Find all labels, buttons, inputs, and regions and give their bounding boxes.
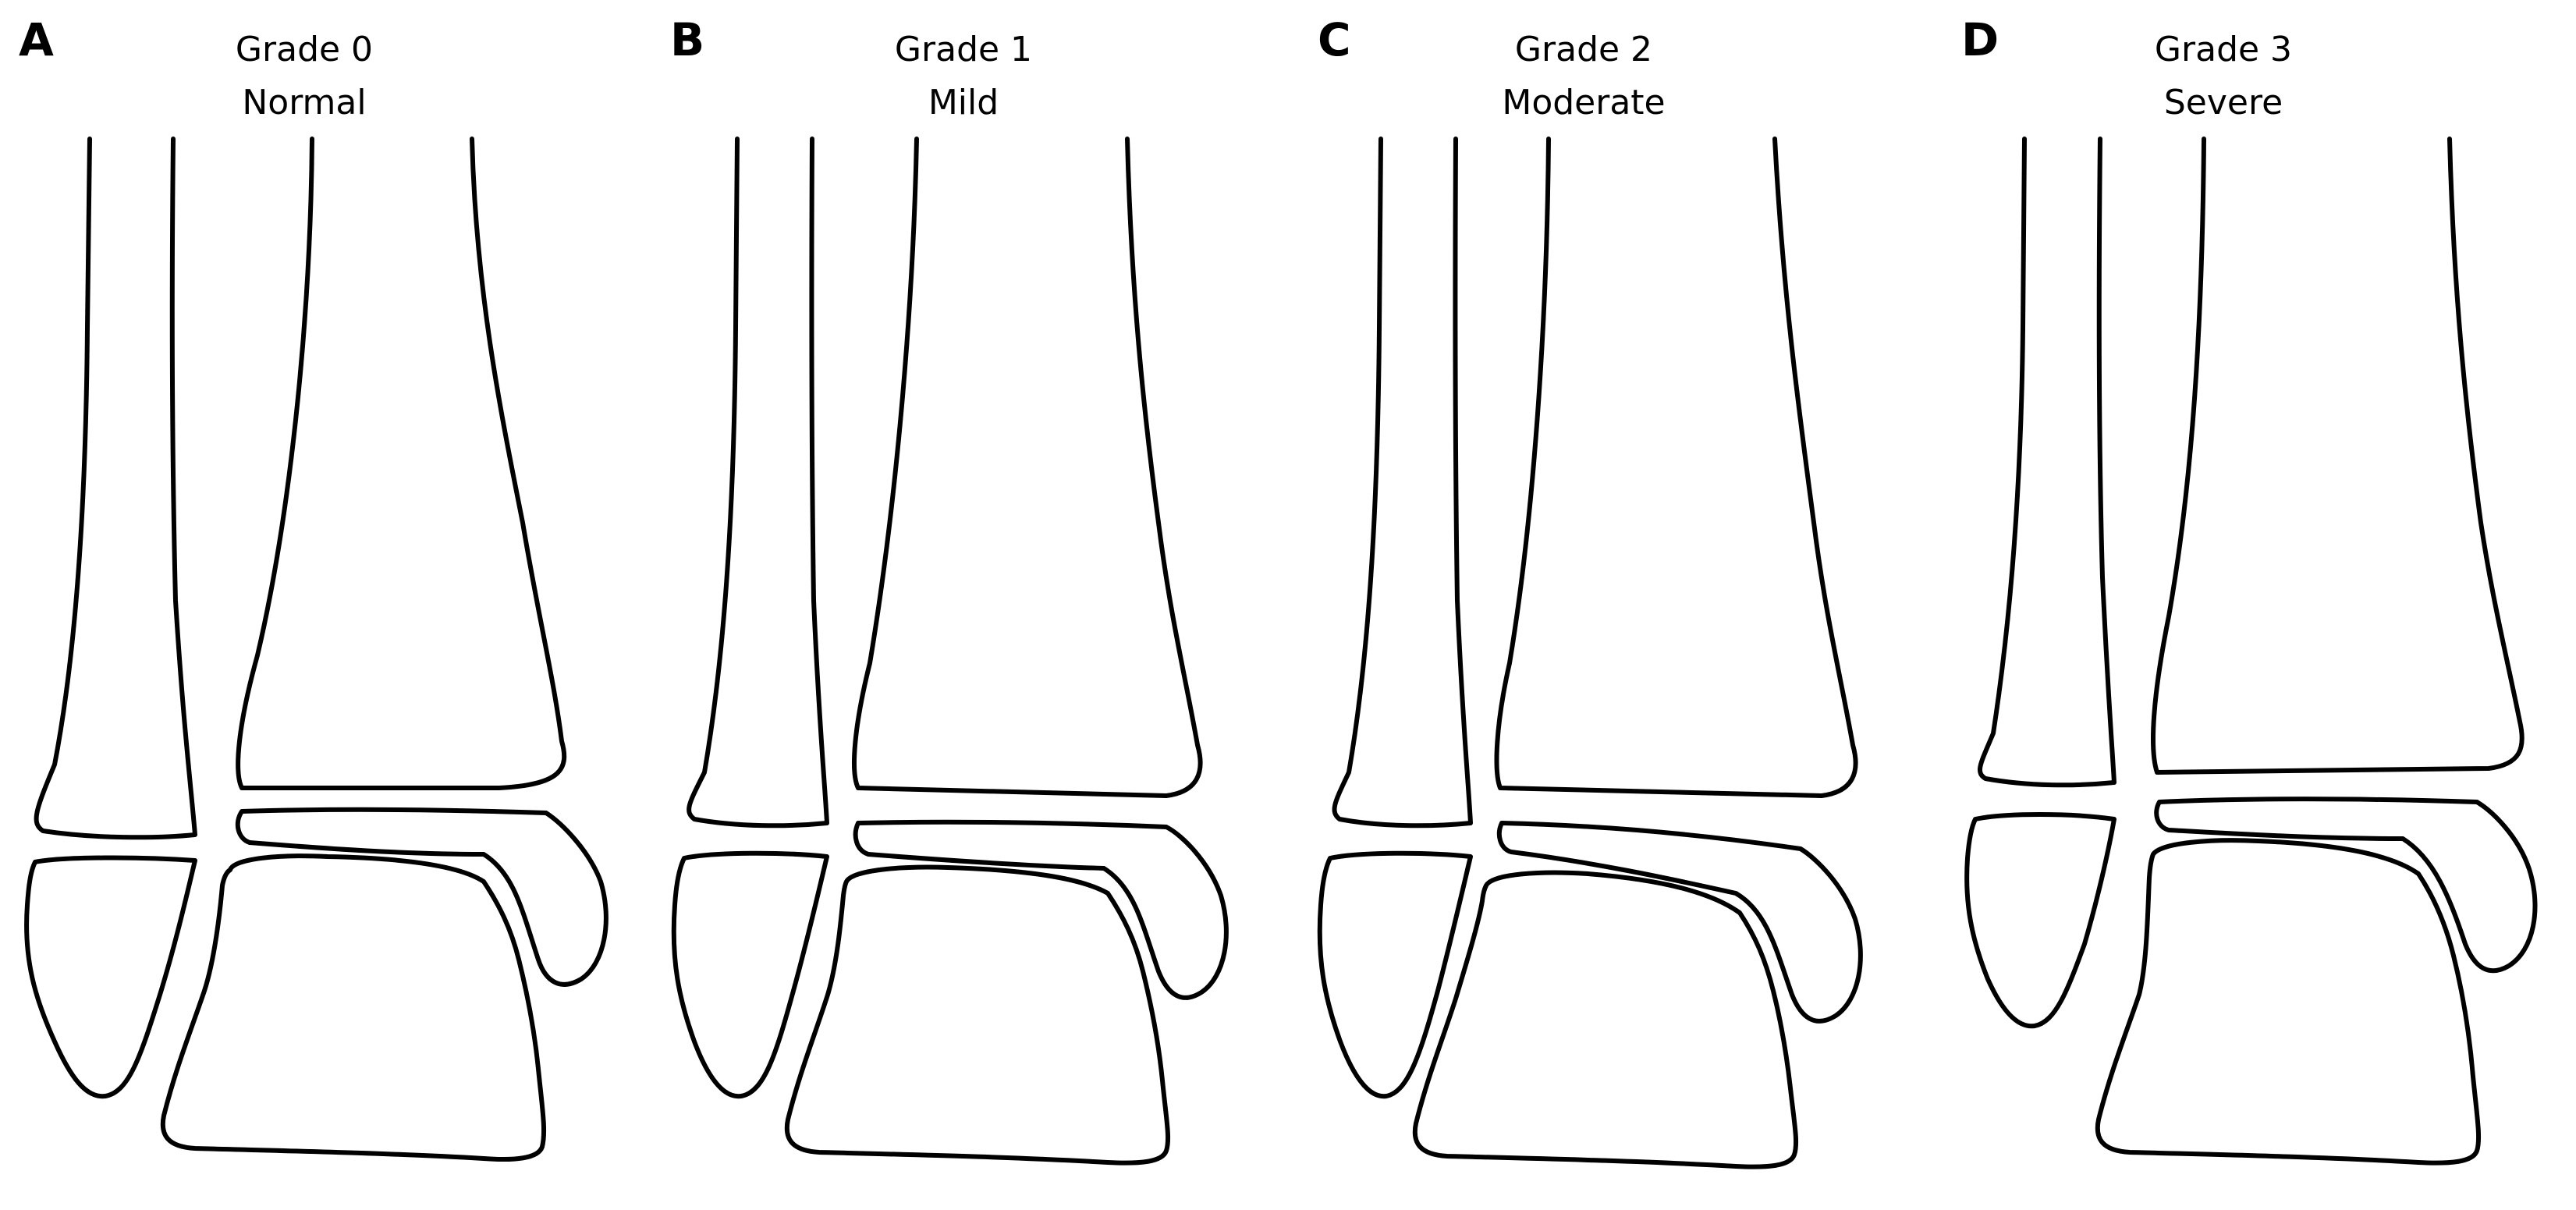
lateral-malleolus-outline (1317, 850, 1473, 1099)
panel-caption: Grade 2 Moderate (1428, 23, 1740, 130)
severity-label: Severe (2163, 83, 2283, 122)
panel-caption: Grade 0 Normal (148, 23, 460, 130)
severity-label: Normal (242, 83, 367, 122)
fibula-outline (687, 137, 829, 829)
ankle-drawing (1964, 137, 2538, 1166)
panel-caption: Grade 3 Severe (2067, 23, 2379, 130)
medial-malleolus-outline (853, 819, 1229, 1000)
talus-outline (160, 853, 547, 1162)
grade-label: Grade 1 (894, 30, 1033, 69)
panel-letter: A (19, 13, 54, 66)
panel-d: D Grade 3 Severe (1943, 0, 2576, 1210)
panel-caption: Grade 1 Mild (807, 23, 1119, 130)
panel-a: A Grade 0 Normal (0, 0, 644, 1210)
fibula-outline (1332, 137, 1473, 829)
tibia-outline (1494, 137, 1858, 798)
medial-malleolus-outline (235, 807, 609, 987)
grade-label: Grade 2 (1514, 30, 1653, 69)
tibia-outline (236, 137, 567, 790)
panel-letter: C (1318, 13, 1351, 66)
lateral-malleolus-outline (671, 850, 829, 1099)
severity-label: Mild (928, 83, 999, 122)
medial-malleolus-outline (1496, 821, 1863, 1024)
ankle-drawing (1317, 137, 1863, 1169)
medial-malleolus-outline (2154, 797, 2538, 974)
lateral-malleolus-outline (24, 855, 197, 1099)
grade-label: Grade 3 (2154, 30, 2293, 69)
severity-label: Moderate (1502, 83, 1666, 122)
ankle-drawing (671, 137, 1229, 1166)
fibula-outline (34, 137, 197, 840)
panel-b: B Grade 1 Mild (651, 0, 1295, 1210)
tibia-outline (852, 137, 1203, 798)
talus-outline (2095, 838, 2482, 1166)
talus-outline (784, 864, 1171, 1166)
panel-c: C Grade 2 Moderate (1299, 0, 1943, 1210)
tibia-outline (2151, 137, 2525, 775)
panel-letter: D (1961, 13, 1999, 66)
lateral-malleolus-outline (1964, 812, 2117, 1029)
grade-label: Grade 0 (235, 30, 374, 69)
talus-outline (1412, 870, 1799, 1169)
panel-letter: B (670, 13, 705, 66)
ankle-drawing (24, 137, 609, 1162)
fibula-outline (1978, 137, 2117, 788)
